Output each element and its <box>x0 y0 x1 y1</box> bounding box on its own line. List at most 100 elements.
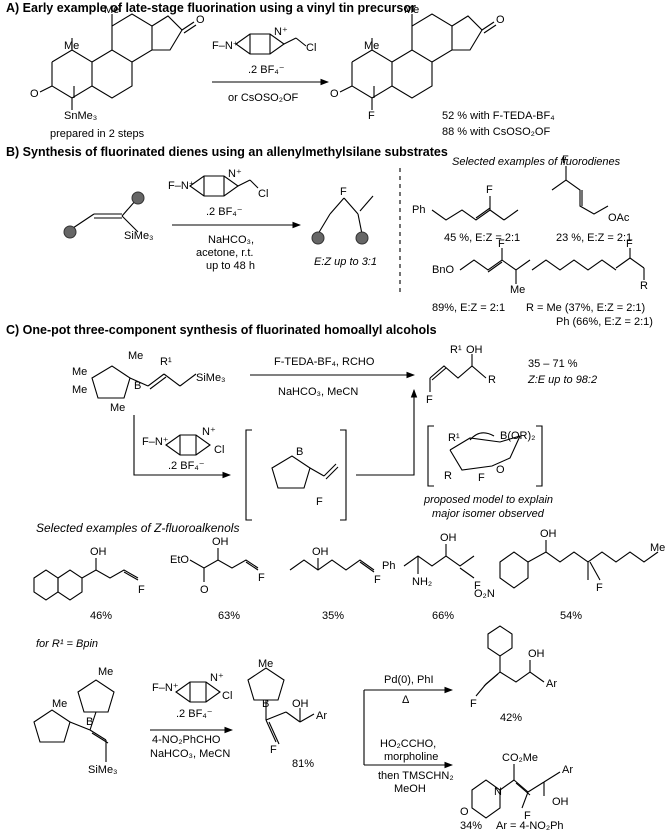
oxo-a1: O <box>196 14 205 26</box>
yield-b4: R = Me (37%, E:Z = 2:1) <box>526 302 646 314</box>
fluorodiene-2 <box>551 166 609 215</box>
section-c-title: C) One-pot three-component synthesis of … <box>6 323 437 337</box>
me-a3: Me <box>364 40 380 52</box>
yield-ex2: 63% <box>218 610 241 622</box>
phenyl-alkenol-product <box>475 625 545 697</box>
me-c2: Me <box>72 366 88 378</box>
section-b-title: B) Synthesis of fluorinated dienes using… <box>6 145 448 159</box>
reagent-c-fn: F–N⁺ <box>142 436 169 448</box>
yield-b1: 45 %, E:Z = 2:1 <box>444 232 521 244</box>
branch-bottom-reagent-3: then TMSCHN₂ <box>378 770 454 782</box>
branch-top-reagent-2: Δ <box>402 694 410 706</box>
bpin-yield: 81% <box>292 758 315 770</box>
branch-top-reagent-1: Pd(0), PhI <box>384 674 434 686</box>
reagent-a-alt: or CsOSO₂OF <box>228 92 299 104</box>
boron-c: B <box>134 380 142 392</box>
oxo-a4: O <box>330 88 339 100</box>
r-product: R <box>488 374 496 386</box>
fluoro-f: F <box>524 810 531 822</box>
model-caption-2: major isomer observed <box>432 508 544 520</box>
morpholine-product <box>471 764 561 819</box>
fluoro-b4: F <box>626 238 633 250</box>
bracket-right-2 <box>536 425 543 487</box>
substituent-sn: SnMe₃ <box>64 110 98 122</box>
reagent-b-fn: F–N⁺ <box>168 180 195 192</box>
branch-bottom-yield: 34% <box>460 820 483 832</box>
branch-top-yield: 42% <box>500 712 523 724</box>
silyl-d: SiMe₃ <box>88 764 118 776</box>
bor2-ts: B(OR)₂ <box>500 430 536 442</box>
ph-b1: Ph <box>412 204 426 216</box>
bracket-right-1 <box>340 429 347 521</box>
reagent-b-n2: N⁺ <box>228 168 242 180</box>
fluoro-ts: F <box>478 472 485 484</box>
arrow-c-down <box>133 415 232 479</box>
r-ts: R <box>444 470 452 482</box>
reagent-a-n2: N⁺ <box>274 26 288 38</box>
branch-bottom-reagent-2: morpholine <box>384 751 439 763</box>
reagent-b-cl: Cl <box>258 188 269 200</box>
selectfluor-reagent-c <box>165 434 211 456</box>
bracket-left-2 <box>427 425 434 487</box>
homoallyl-product <box>429 354 487 392</box>
me-d1: Me <box>52 698 68 710</box>
cond-b-2: acetone, r.t. <box>196 247 254 259</box>
fluorodiene-4 <box>531 248 645 280</box>
me-d3: Me <box>258 658 274 670</box>
diene-product <box>311 195 374 245</box>
allene-substrate <box>63 191 145 239</box>
me-c4: Me <box>110 402 126 414</box>
branch-bottom-reagent-4: MeOH <box>394 783 426 795</box>
me-d2: Me <box>98 666 114 678</box>
yield-ex3: 35% <box>322 610 345 622</box>
yield-range-c: 35 – 71 % <box>528 358 578 370</box>
fluorodienes-title: Selected examples of fluorodienes <box>452 156 621 168</box>
ar-d: Ar <box>316 710 327 722</box>
n-f: N <box>494 786 502 798</box>
r-b4: R <box>640 280 648 292</box>
oxo-ex2: O <box>200 584 209 596</box>
oh-product: OH <box>466 344 483 356</box>
fluorodiene-1 <box>431 196 519 221</box>
branch-bottom-reagent-1: HO₂CCHO, <box>380 738 437 750</box>
oh-ex2: OH <box>212 536 229 548</box>
me-a1: Me <box>64 40 80 52</box>
eto-ex2: EtO <box>170 554 189 566</box>
reagent-a-cl: Cl <box>306 42 317 54</box>
bno-b3: BnO <box>432 264 455 276</box>
fluoro-ex1: F <box>138 584 145 596</box>
co2me-f: CO₂Me <box>502 752 539 764</box>
fluoro-e: F <box>470 698 477 710</box>
oh-f: OH <box>552 796 569 808</box>
fluoro-product: F <box>426 394 433 406</box>
allyl-boronate-intermediate <box>271 455 339 489</box>
boron-d2: B <box>262 698 270 710</box>
selectivity-b: E:Z up to 3:1 <box>314 256 377 268</box>
oh-d: OH <box>292 698 309 710</box>
oxygen-ts: O <box>496 464 505 476</box>
reagents-c-bottom: NaHCO₃, MeCN <box>278 386 359 398</box>
yield-ex4: 66% <box>432 610 455 622</box>
oh-ex1: OH <box>90 546 107 558</box>
r1-c: R¹ <box>160 356 172 368</box>
reagent-d-fn: F–N⁺ <box>152 682 179 694</box>
selectfluor-reagent-b <box>189 175 259 197</box>
me-c1: Me <box>128 350 144 362</box>
reagent-b-counterion: .2 BF₄⁻ <box>206 206 243 218</box>
reagent-d-cl: Cl <box>222 690 233 702</box>
r1-ts: R¹ <box>448 432 460 444</box>
oxo-a2: O <box>30 88 39 100</box>
alkenol-example-2 <box>189 548 259 582</box>
reagent-d-n2: N⁺ <box>210 672 224 684</box>
silyl-c: SiMe₃ <box>196 372 226 384</box>
o2n-ex5: O₂N <box>474 588 495 600</box>
section-a-title: A) Early example of late-stage fluorinat… <box>6 1 416 15</box>
me-ex5: Me <box>650 542 666 554</box>
fluoro-b3: F <box>498 238 505 250</box>
reagent-c-n2: N⁺ <box>202 426 216 438</box>
oh-ex3: OH <box>312 546 329 558</box>
fluoro-b2: F <box>562 154 569 166</box>
reagent-c-cl: Cl <box>214 444 225 456</box>
substrate-note: prepared in 2 steps <box>50 128 145 140</box>
